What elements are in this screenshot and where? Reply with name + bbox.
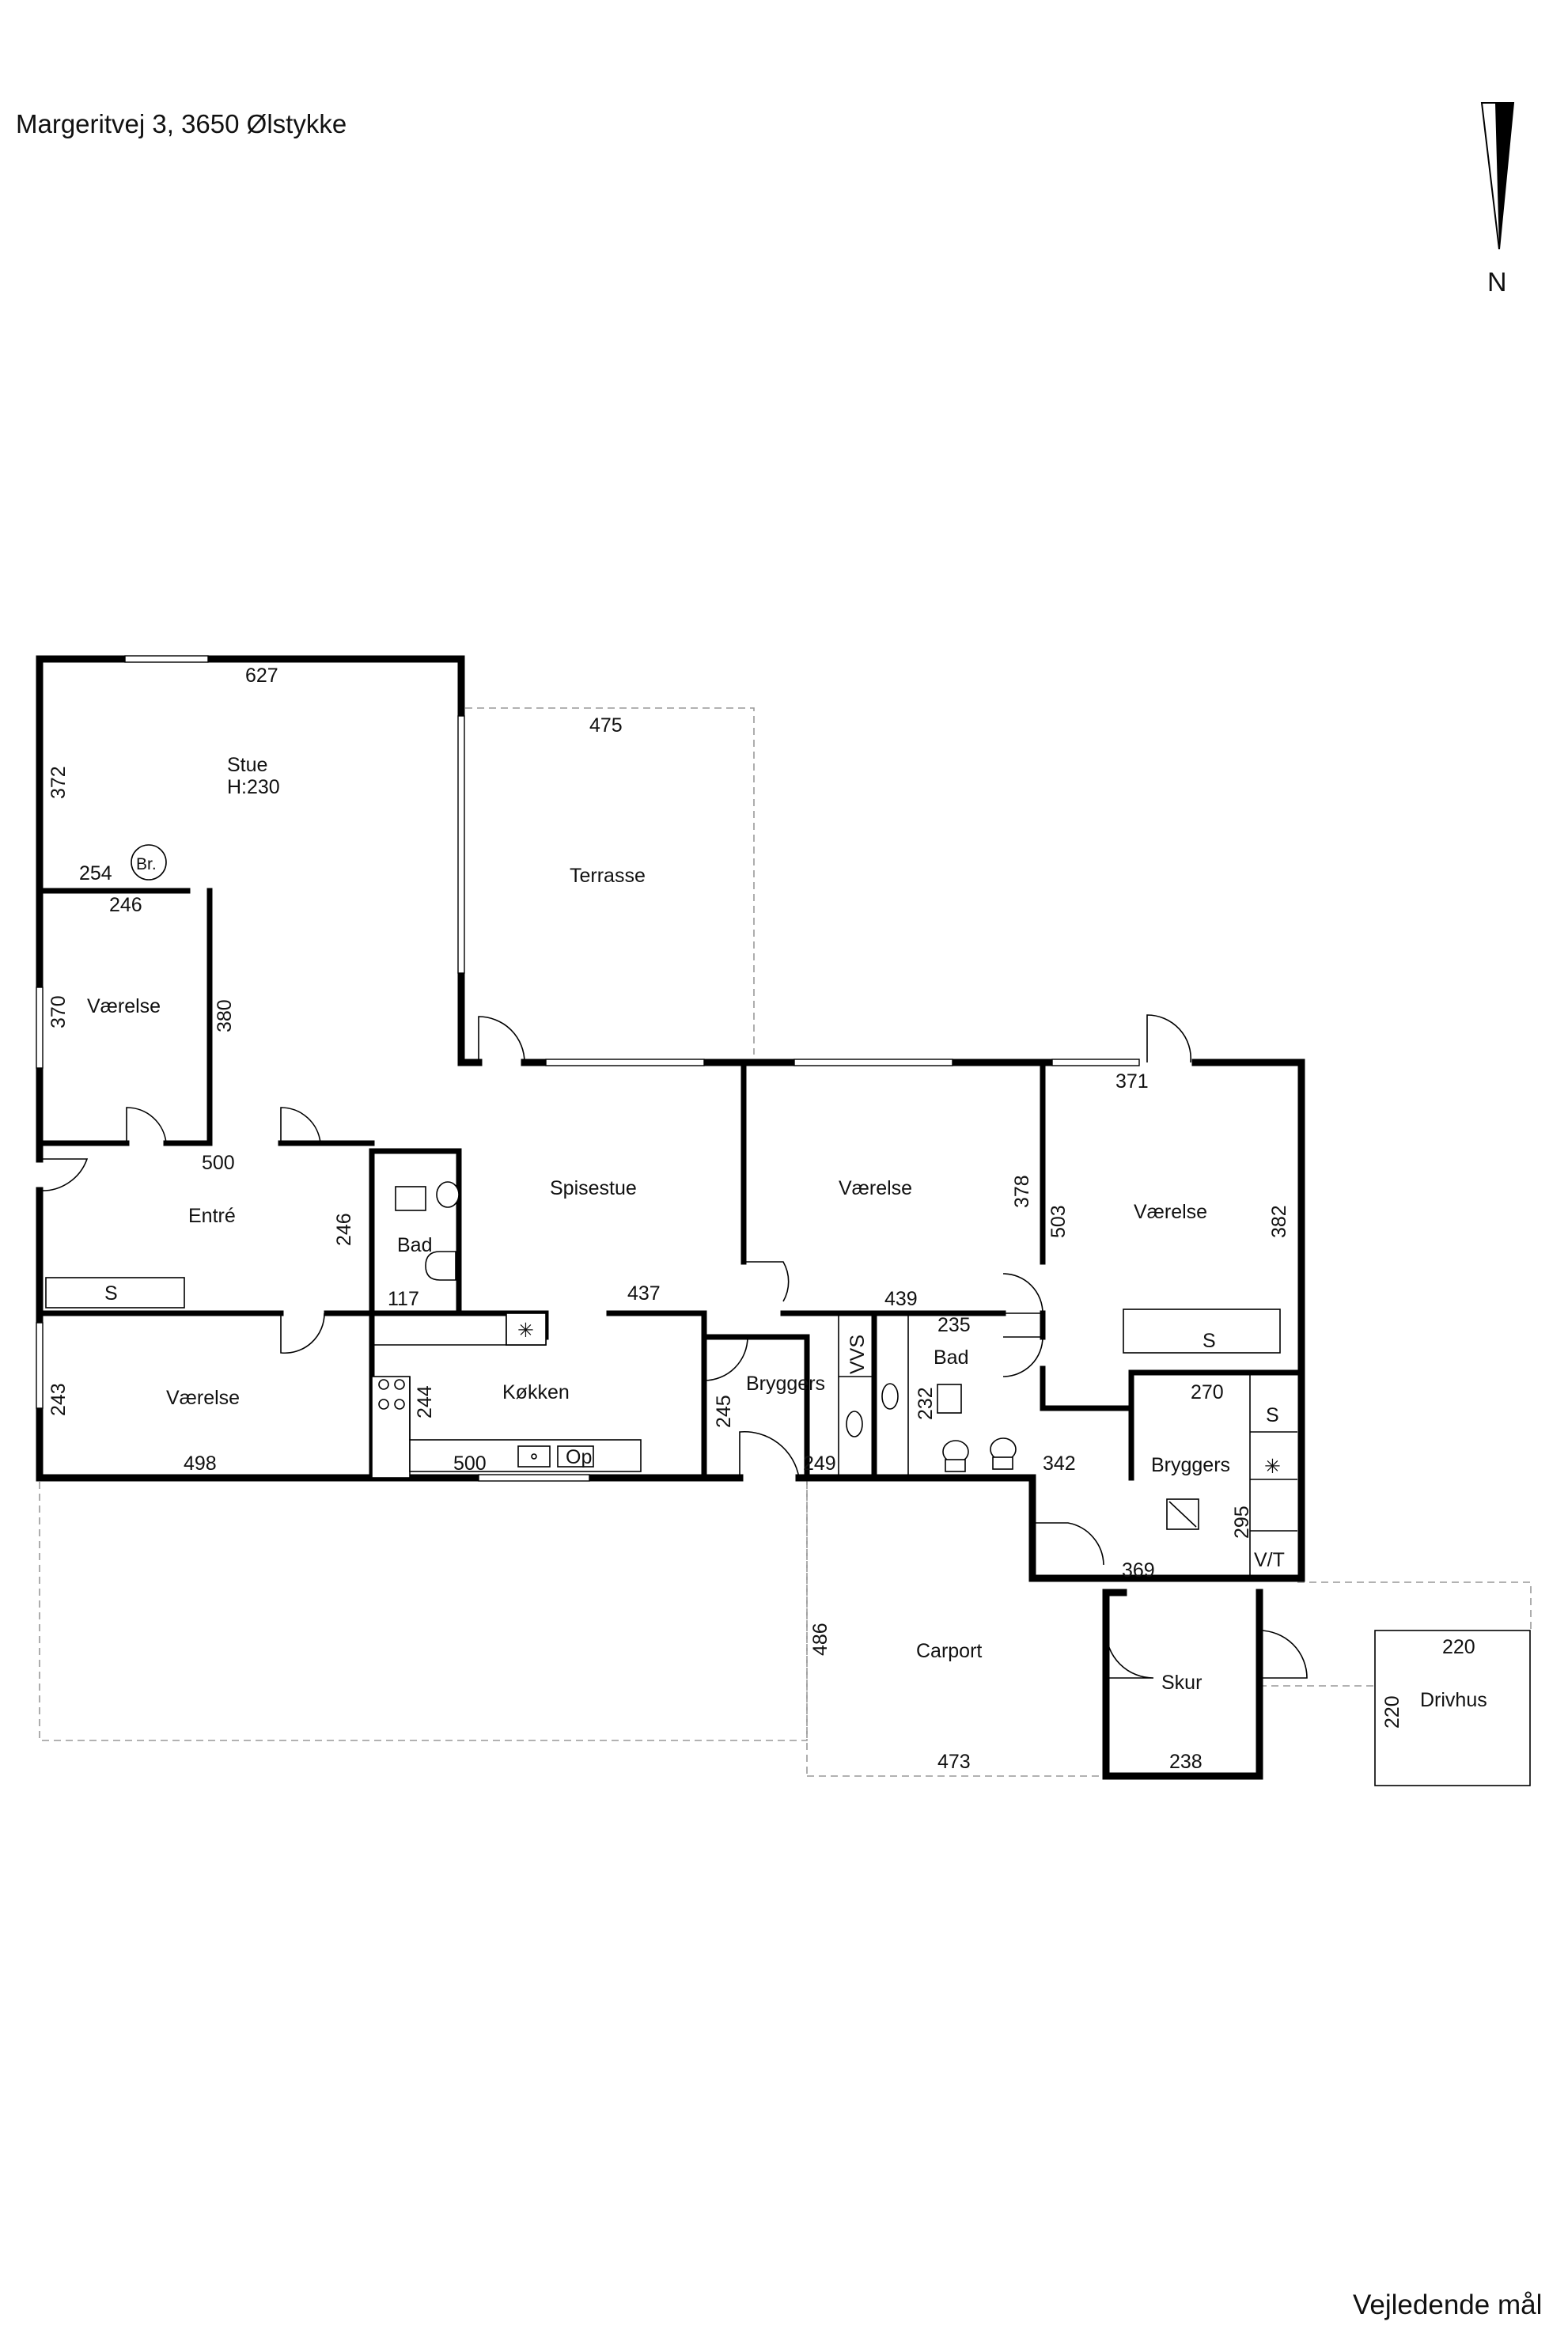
dim-232: 232	[915, 1387, 937, 1420]
fixtures	[45, 102, 1515, 1578]
dim-220-w: 220	[1442, 1636, 1475, 1658]
fixture-op: Op	[566, 1446, 592, 1468]
drivhus-outline	[1374, 1630, 1531, 1786]
dim-382: 382	[1268, 1205, 1290, 1238]
fixture-vvs: VVS	[846, 1335, 869, 1374]
room-label-spisestue: Spisestue	[550, 1177, 637, 1199]
room-label-koekken: Køkken	[502, 1381, 570, 1403]
dim-500-kitchen: 500	[453, 1452, 487, 1475]
dim-245: 245	[713, 1395, 735, 1428]
fixture-s-east: S	[1203, 1330, 1216, 1352]
dim-stue-h: 372	[47, 766, 70, 799]
dim-342: 342	[1043, 1452, 1076, 1475]
fixture-star-bryggers: ✳	[1264, 1456, 1281, 1478]
dim-500-entre: 500	[202, 1152, 235, 1174]
dim-stue-w: 627	[245, 665, 278, 687]
room-label-vaerelse-sw: Værelse	[166, 1387, 240, 1409]
room-labels: Stue H:230 Terrasse Værelse Entré Bad Sp…	[87, 754, 1487, 1711]
dim-235: 235	[937, 1314, 971, 1336]
dim-437: 437	[627, 1282, 661, 1305]
dim-369: 369	[1122, 1559, 1155, 1581]
windows	[36, 655, 1140, 1482]
fixture-star-kitchen: ✳	[517, 1320, 534, 1342]
dim-378: 378	[1011, 1175, 1033, 1208]
room-label-terrasse: Terrasse	[570, 865, 646, 887]
room-label-entre: Entré	[188, 1205, 236, 1227]
room-label-drivhus: Drivhus	[1420, 1689, 1487, 1711]
dim-243: 243	[47, 1383, 70, 1416]
address-title: Margeritvej 3, 3650 Ølstykke	[16, 109, 347, 138]
dim-244: 244	[414, 1385, 436, 1418]
room-label-carport: Carport	[916, 1640, 982, 1662]
fixture-s-bryggers: S	[1266, 1404, 1279, 1426]
dimension-labels: 627 372 475 254 246 370 380 500 246 117 …	[47, 665, 1475, 1773]
dim-486: 486	[809, 1623, 831, 1656]
dashed-outlines	[39, 707, 1532, 1777]
fixture-vt: V/T	[1254, 1549, 1285, 1571]
dim-220-h: 220	[1381, 1695, 1403, 1729]
room-label-vaerelse-east: Værelse	[1134, 1201, 1207, 1223]
fixture-labels: Br. S S S V/T Op VVS ✳ ✳	[104, 855, 1285, 1571]
dim-371: 371	[1115, 1070, 1149, 1093]
fixture-br: Br.	[136, 855, 157, 873]
dim-473: 473	[937, 1751, 971, 1773]
dim-117: 117	[388, 1288, 419, 1310]
dim-370: 370	[47, 995, 70, 1028]
dim-439: 439	[884, 1288, 918, 1310]
room-label-bryggers-1: Bryggers	[746, 1373, 825, 1395]
room-label-skur: Skur	[1161, 1672, 1202, 1694]
dim-terrasse-w: 475	[589, 714, 623, 737]
room-label-bryggers-2: Bryggers	[1151, 1454, 1230, 1476]
dim-380: 380	[214, 999, 236, 1032]
dim-503: 503	[1047, 1205, 1070, 1238]
room-label-bad-small: Bad	[397, 1234, 432, 1256]
fixture-s-entre: S	[104, 1282, 118, 1305]
room-label-stue: Stue	[227, 754, 267, 776]
north-label: N	[1487, 267, 1507, 297]
footnote: Vejledende mål	[1353, 2290, 1542, 2320]
room-label-vaerelse-mid: Værelse	[839, 1177, 912, 1199]
dim-254: 254	[79, 862, 112, 884]
room-label-bad-large: Bad	[934, 1346, 968, 1369]
doors	[39, 1014, 1308, 1679]
dim-238: 238	[1169, 1751, 1203, 1773]
dim-246-entre: 246	[333, 1213, 355, 1246]
dim-498: 498	[184, 1452, 217, 1475]
dim-270: 270	[1191, 1381, 1224, 1403]
room-label-stue-height: H:230	[227, 776, 280, 798]
room-label-vaerelse-nw: Værelse	[87, 995, 161, 1017]
dim-246-top: 246	[109, 894, 142, 916]
dim-295: 295	[1231, 1506, 1253, 1539]
dim-249: 249	[803, 1452, 836, 1475]
